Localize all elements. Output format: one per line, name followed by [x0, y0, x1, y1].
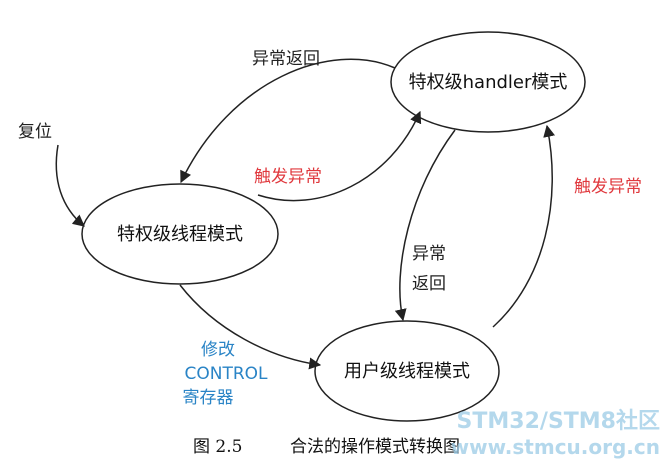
- edge-reset: [55, 144, 85, 227]
- edge-trigger-exception-mid: [257, 110, 422, 202]
- watermark-line1: STM32/STM8社区: [457, 408, 660, 434]
- edge-exception-return-top: [180, 58, 396, 184]
- label-modify-control-1: 修改: [201, 340, 235, 360]
- caption-title: 合法的操作模式转换图: [290, 437, 460, 457]
- edge-modify-control: [179, 284, 322, 370]
- caption-figure-number: 图 2.5: [193, 437, 242, 457]
- watermark-line2: www.stmcu.org.cn: [451, 435, 660, 459]
- label-trigger-exception-right: 触发异常: [574, 177, 642, 197]
- node-user-thread-mode: 用户级线程模式: [314, 320, 500, 422]
- label-trigger-exception-mid: 触发异常: [254, 167, 322, 187]
- node-handler-label: 特权级handler模式: [409, 72, 568, 93]
- label-reset: 复位: [18, 122, 52, 142]
- edge-trigger-exception-right: [492, 124, 556, 328]
- edge-exception-return-right: [394, 129, 456, 322]
- node-handler-mode: 特权级handler模式: [390, 31, 586, 133]
- node-privileged-thread-mode: 特权级线程模式: [81, 183, 279, 285]
- label-modify-control-2: CONTROL: [184, 364, 268, 384]
- node-user-thread-label: 用户级线程模式: [344, 361, 470, 382]
- label-exception-return-top: 异常返回: [252, 49, 320, 69]
- label-exception-return-right-1: 异常: [412, 244, 446, 264]
- label-modify-control-3: 寄存器: [183, 388, 234, 408]
- node-privileged-thread-label: 特权级线程模式: [117, 224, 243, 245]
- label-exception-return-right-2: 返回: [412, 274, 446, 294]
